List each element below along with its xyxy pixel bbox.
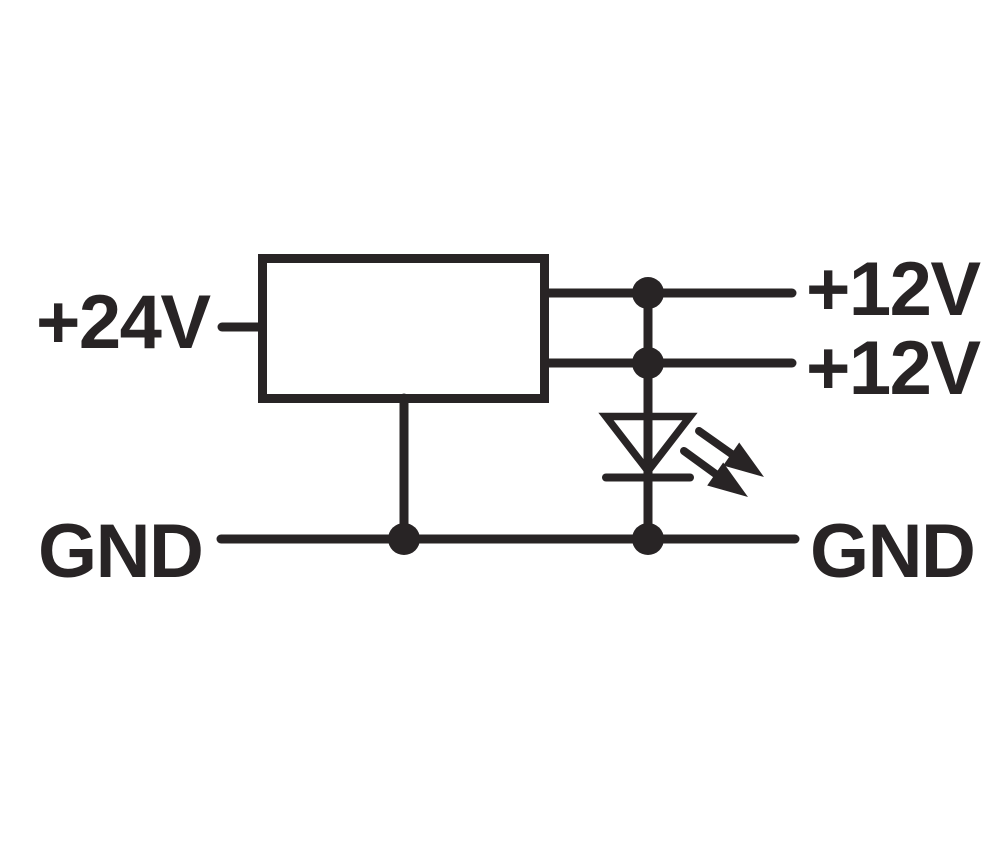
led-icon <box>598 412 764 497</box>
label-ground-right: GND <box>810 509 974 594</box>
converter-box <box>258 254 549 403</box>
arrow-tail <box>695 427 737 459</box>
label-output-12v-1: +12V <box>806 247 981 332</box>
label-output-12v-2: +12V <box>806 326 981 411</box>
junction-dot-ground-left <box>388 523 420 555</box>
label-input-24v: +24V <box>36 280 211 365</box>
label-ground-left: GND <box>38 509 202 594</box>
junction-dot-output1 <box>632 277 664 309</box>
led-triangle <box>598 412 698 478</box>
junction-dot-output2 <box>632 347 664 379</box>
junction-dot-ground-right <box>632 523 664 555</box>
arrow-head <box>723 442 764 477</box>
led-light-arrow-1 <box>695 427 764 477</box>
arrow-tail <box>680 447 721 479</box>
led-light-arrow-2 <box>680 447 748 497</box>
arrow-head <box>707 462 748 497</box>
